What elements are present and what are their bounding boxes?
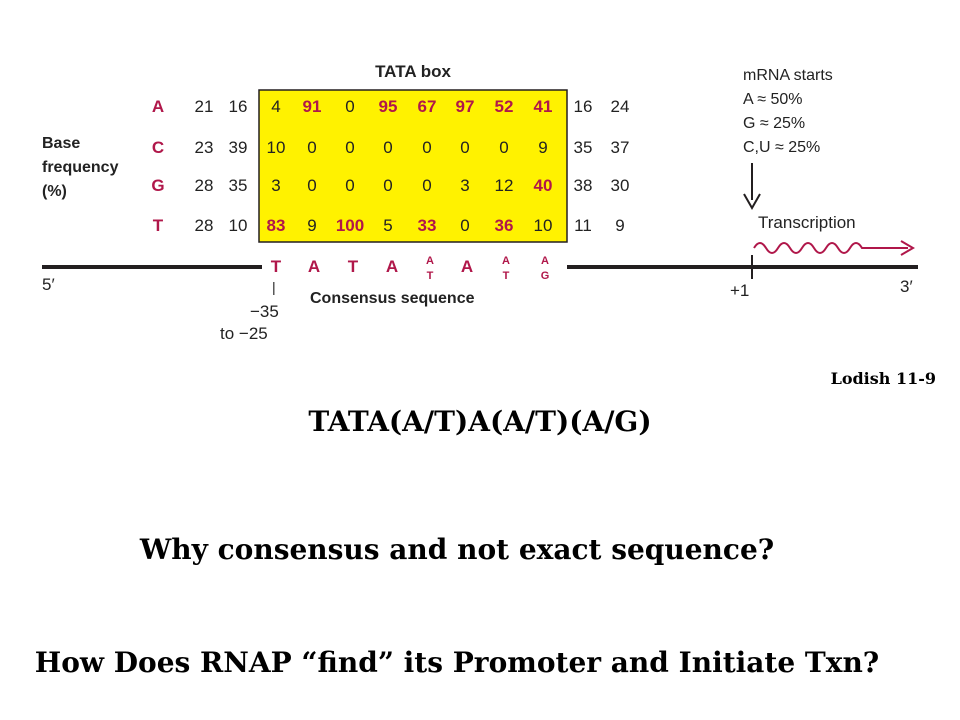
question-promoter: How Does RNAP “find” its Promoter and In… (34, 646, 880, 679)
frequency-cell: 28 (195, 176, 214, 195)
source-credit: Lodish 11-9 (830, 369, 936, 388)
frequency-cell: 4 (271, 97, 280, 116)
frequency-cell: 67 (418, 97, 437, 116)
frequency-cell: 0 (307, 176, 316, 195)
mrna-starts-line1: mRNA starts (743, 67, 833, 84)
frequency-cell: 9 (538, 138, 547, 157)
plus-one-label: +1 (730, 281, 749, 300)
frequency-cell: 11 (574, 216, 592, 235)
frequency-cell: 52 (495, 97, 514, 116)
frequency-cell: 37 (611, 138, 630, 157)
base-letter-t: T (153, 216, 164, 235)
position-to-minus-25: to −25 (220, 324, 268, 343)
mrna-starts-line2: A ≈ 50% (743, 91, 802, 108)
frequency-cell: 30 (611, 176, 630, 195)
question-consensus: Why consensus and not exact sequence? (139, 533, 775, 566)
frequency-cell: 38 (574, 176, 593, 195)
frequency-cell: 0 (422, 138, 431, 157)
frequency-cell: 3 (460, 176, 469, 195)
frequency-cell: 35 (574, 138, 593, 157)
frequency-cell: 10 (267, 138, 286, 157)
consensus-letter: T (348, 257, 359, 276)
transcript-arrow-head-icon (900, 240, 915, 256)
base-frequency-label-line2: frequency (42, 159, 119, 176)
frequency-cell: 0 (345, 138, 354, 157)
consensus-letter-alt: T (427, 270, 434, 282)
frequency-cell: 100 (336, 216, 364, 235)
frequency-cell: 23 (195, 138, 214, 157)
transcript-wave (753, 242, 908, 254)
tata-box-title: TATA box (375, 62, 451, 81)
frequency-cell: 35 (229, 176, 248, 195)
frequency-cell: 9 (615, 216, 624, 235)
consensus-formula: TATA(A/T)A(A/T)(A/G) (308, 405, 652, 438)
five-prime-label: 5′ (42, 275, 55, 294)
frequency-cell: 21 (195, 97, 214, 116)
frequency-cell: 0 (345, 97, 354, 116)
frequency-cell: 28 (195, 216, 214, 235)
frequency-cell: 10 (534, 216, 553, 235)
frequency-cell: 33 (418, 216, 437, 235)
consensus-letter: A (502, 255, 510, 267)
consensus-letter: A (308, 257, 320, 276)
frequency-cell: 40 (534, 176, 553, 195)
frequency-cell: 36 (495, 216, 514, 235)
frequency-cell: 0 (383, 176, 392, 195)
three-prime-label: 3′ (900, 277, 913, 296)
frequency-cell: 91 (303, 97, 322, 116)
frequency-cell: 95 (379, 97, 398, 116)
consensus-letter: A (461, 257, 473, 276)
base-frequency-label-line3: (%) (42, 183, 67, 200)
base-letter-a: A (152, 97, 164, 116)
consensus-letter: A (386, 257, 398, 276)
base-letter-c: C (152, 138, 164, 157)
frequency-cell: 16 (229, 97, 248, 116)
frequency-cell: 0 (499, 138, 508, 157)
frequency-cell: 0 (422, 176, 431, 195)
consensus-letter-alt: T (503, 270, 510, 282)
frequency-cell: 12 (495, 176, 514, 195)
transcription-label: Transcription (758, 213, 856, 232)
frequency-cell: 24 (611, 97, 630, 116)
consensus-letter: A (541, 255, 549, 267)
frequency-cell: 0 (345, 176, 354, 195)
frequency-cell: 41 (534, 97, 553, 116)
consensus-letter-alt: G (541, 270, 550, 282)
frequency-cell: 0 (307, 138, 316, 157)
start-arrow-head-icon (743, 193, 761, 211)
mrna-starts-line4: C,U ≈ 25% (743, 139, 820, 156)
frequency-cell: 10 (229, 216, 248, 235)
frequency-cell: 83 (267, 216, 286, 235)
position-minus-35: −35 (250, 302, 279, 321)
consensus-letter: T (271, 257, 282, 276)
frequency-cell: 16 (574, 97, 593, 116)
base-letter-g: G (151, 176, 164, 195)
base-frequency-label-line1: Base (42, 135, 80, 152)
frequency-cell: 0 (460, 216, 469, 235)
tata-box-highlight (258, 89, 568, 243)
frequency-cell: 5 (383, 216, 392, 235)
frequency-cell: 3 (271, 176, 280, 195)
consensus-letter: A (426, 255, 434, 267)
mrna-starts-line3: G ≈ 25% (743, 115, 805, 132)
frequency-cell: 0 (460, 138, 469, 157)
frequency-cell: 97 (456, 97, 475, 116)
frequency-cell: 0 (383, 138, 392, 157)
position-tick: | (272, 279, 276, 295)
frequency-cell: 9 (307, 216, 316, 235)
frequency-cell: 39 (229, 138, 248, 157)
consensus-sequence-label: Consensus sequence (310, 290, 475, 307)
